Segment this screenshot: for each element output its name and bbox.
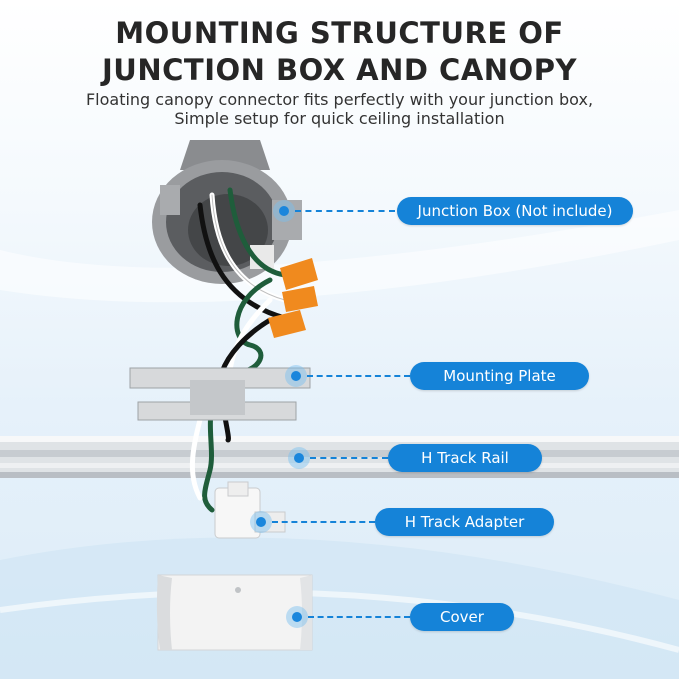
track-adapter-marker-icon [250, 511, 272, 533]
junction-box-leader-line [295, 210, 395, 212]
track-adapter-leader-line [272, 521, 375, 523]
subtitle-line-1: Floating canopy connector fits perfectly… [85, 90, 594, 109]
mounting-plate-drawing [129, 367, 311, 421]
junction-box-marker-icon [273, 200, 295, 222]
cover-marker-icon [286, 606, 308, 628]
cover-leader-line [308, 616, 410, 618]
track-adapter-drawing [214, 481, 286, 539]
page-title-line-1: MOUNTING STRUCTURE OF [115, 16, 564, 50]
cover-label: Cover [410, 603, 514, 631]
page-title-line-2: JUNCTION BOX AND CANOPY [102, 53, 577, 87]
track-rail-label: H Track Rail [388, 444, 542, 472]
mounting-plate-label: Mounting Plate [410, 362, 589, 390]
subtitle-line-2: Simple setup for quick ceiling installat… [174, 109, 505, 128]
wire-nuts-drawing [268, 258, 318, 338]
mounting-plate-leader-line [307, 375, 410, 377]
track-adapter-label: H Track Adapter [375, 508, 554, 536]
cover-drawing [156, 574, 313, 651]
junction-box-label: Junction Box (Not include) [397, 197, 633, 225]
mounting-plate-marker-icon [285, 365, 307, 387]
track-rail-marker-icon [288, 447, 310, 469]
track-rail-leader-line [310, 457, 388, 459]
